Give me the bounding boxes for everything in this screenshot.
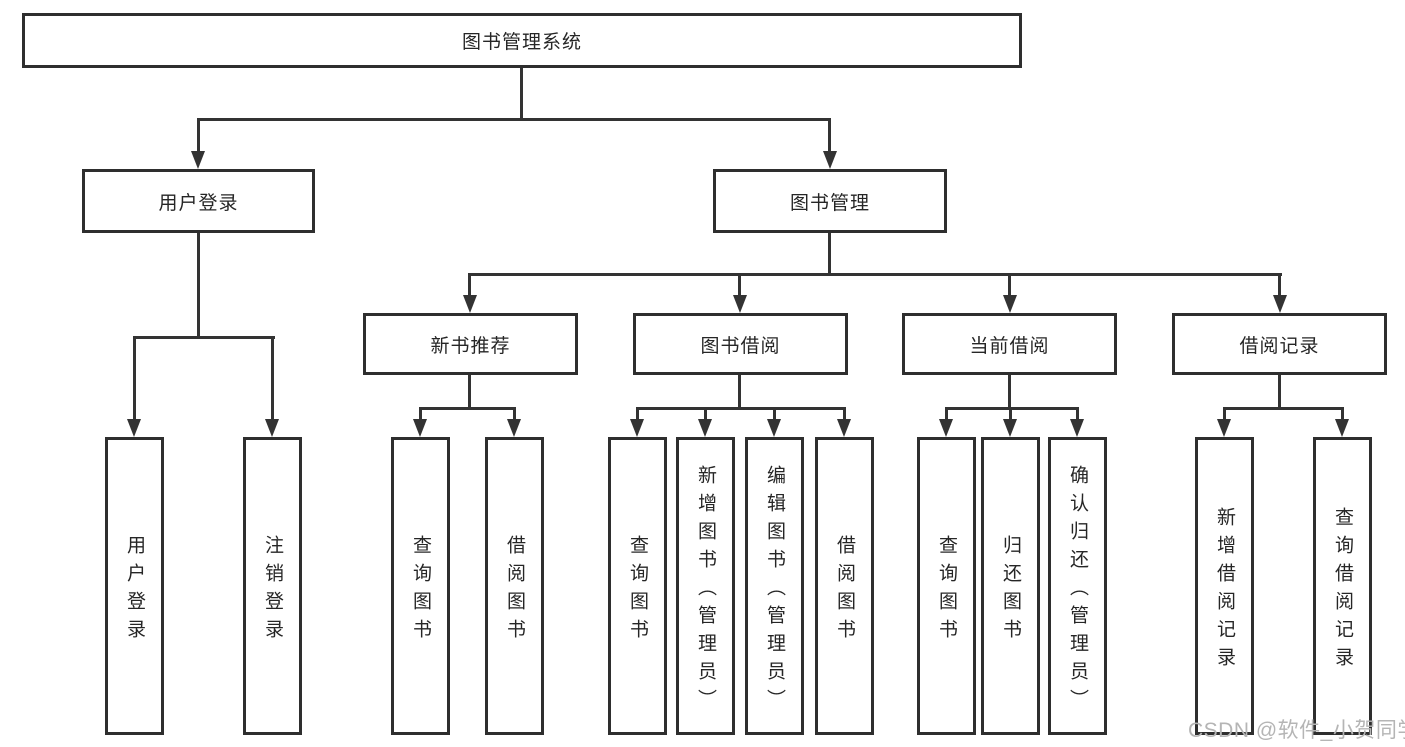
node-leaf-query-borrow-record: 查询借阅记录	[1313, 437, 1372, 735]
connector-current-borrow-bar	[945, 407, 1079, 410]
node-label: 当前借阅	[969, 335, 1050, 357]
node-label: 用户登录	[124, 534, 145, 647]
connector-drop-leaf	[1009, 407, 1012, 421]
connector-drop-leaf	[1341, 407, 1344, 421]
arrowhead-borrow-records	[1273, 295, 1287, 313]
connector-drop-leaf	[773, 407, 776, 421]
node-label: 图书管理系统	[461, 32, 582, 53]
node-leaf-borrow-books-2: 借阅图书	[815, 437, 874, 735]
connector-drop-leaf	[513, 407, 516, 421]
node-label: 归还图书	[1000, 534, 1021, 647]
connector-borrow-records-bar	[1223, 407, 1344, 410]
node-leaf-add-borrow-record: 新增借阅记录	[1195, 437, 1254, 735]
node-root-system: 图书管理系统	[22, 13, 1022, 68]
node-label: 确认归还（管理员）	[1067, 464, 1088, 717]
connector-new-book-stem	[468, 375, 471, 410]
arrowhead-leaf	[1335, 419, 1349, 437]
node-user-login: 用户登录	[82, 169, 315, 233]
connector-drop-leaf	[945, 407, 948, 421]
arrowhead-leaf	[1217, 419, 1231, 437]
connector-user-login-bar	[133, 336, 275, 339]
node-label: 图书管理	[789, 192, 870, 214]
arrowhead-leaf	[413, 419, 427, 437]
node-leaf-query-books-2: 查询图书	[608, 437, 667, 735]
connector-book-mgmt-stem	[828, 233, 831, 276]
connector-drop-current-borrow	[1008, 273, 1011, 297]
node-label: 图书借阅	[700, 335, 781, 357]
node-book-management: 图书管理	[713, 169, 947, 233]
node-label: 新增图书（管理员）	[695, 464, 716, 717]
arrowhead-leaf	[507, 419, 521, 437]
arrowhead-leaf	[698, 419, 712, 437]
arrowhead-leaf	[1003, 419, 1017, 437]
node-label: 借阅图书	[504, 534, 525, 647]
node-label: 借阅图书	[834, 534, 855, 647]
connector-level1-bar	[197, 118, 831, 121]
arrowhead-current-borrow	[1003, 295, 1017, 313]
node-current-borrowing: 当前借阅	[902, 313, 1117, 375]
arrowhead-login	[127, 419, 141, 437]
node-new-book-recommend: 新书推荐	[363, 313, 578, 375]
node-leaf-confirm-return-admin: 确认归还（管理员）	[1048, 437, 1107, 735]
node-label: 借阅记录	[1239, 335, 1320, 357]
connector-current-borrow-stem	[1008, 375, 1011, 410]
arrowhead-new-book	[463, 295, 477, 313]
node-label: 查询图书	[936, 534, 957, 647]
node-label: 查询借阅记录	[1332, 506, 1353, 675]
node-leaf-query-books-3: 查询图书	[917, 437, 976, 735]
node-leaf-edit-books-admin: 编辑图书（管理员）	[745, 437, 804, 735]
arrowhead-leaf	[1070, 419, 1084, 437]
node-borrowing-records: 借阅记录	[1172, 313, 1387, 375]
node-label: 查询图书	[410, 534, 431, 647]
arrowhead-leaf	[630, 419, 644, 437]
connector-new-book-bar	[419, 407, 516, 410]
arrowhead-leaf	[939, 419, 953, 437]
node-leaf-borrow-books-1: 借阅图书	[485, 437, 544, 735]
connector-drop-leaf	[1223, 407, 1226, 421]
node-label: 编辑图书（管理员）	[764, 464, 785, 717]
connector-borrow-records-stem	[1278, 375, 1281, 410]
connector-level3-bar	[468, 273, 1282, 276]
node-label: 新增借阅记录	[1214, 506, 1235, 675]
arrowhead-book-borrow	[733, 295, 747, 313]
arrowhead-logout	[265, 419, 279, 437]
node-label: 查询图书	[627, 534, 648, 647]
node-leaf-add-books-admin: 新增图书（管理员）	[676, 437, 735, 735]
connector-book-borrow-bar	[636, 407, 846, 410]
connector-drop-leaf	[843, 407, 846, 421]
connector-user-login-stem	[197, 233, 200, 339]
connector-book-borrow-stem	[738, 375, 741, 410]
connector-root-stem	[520, 68, 523, 121]
node-label: 新书推荐	[430, 335, 511, 357]
arrowhead-leaf	[767, 419, 781, 437]
csdn-watermark: CSDN @软件_小贺同学	[1188, 719, 1405, 742]
connector-drop-leaf	[1076, 407, 1079, 421]
node-label: 注销登录	[262, 534, 283, 647]
node-leaf-logout: 注销登录	[243, 437, 302, 735]
connector-drop-leaf	[419, 407, 422, 421]
connector-drop-logout	[271, 336, 274, 421]
connector-drop-leaf	[636, 407, 639, 421]
arrowhead-book-mgmt	[823, 151, 837, 169]
node-leaf-query-books-1: 查询图书	[391, 437, 450, 735]
node-leaf-return-books: 归还图书	[981, 437, 1040, 735]
arrowhead-user-login	[191, 151, 205, 169]
connector-drop-borrow-records	[1278, 273, 1281, 297]
connector-drop-user-login	[197, 118, 200, 152]
arrowhead-leaf	[837, 419, 851, 437]
connector-drop-book-mgmt	[828, 118, 831, 152]
connector-drop-new-book	[468, 273, 471, 297]
connector-drop-leaf	[704, 407, 707, 421]
node-leaf-user-login: 用户登录	[105, 437, 164, 735]
connector-drop-login	[133, 336, 136, 421]
connector-drop-book-borrow	[738, 273, 741, 297]
node-book-borrowing: 图书借阅	[633, 313, 848, 375]
node-label: 用户登录	[158, 192, 239, 214]
